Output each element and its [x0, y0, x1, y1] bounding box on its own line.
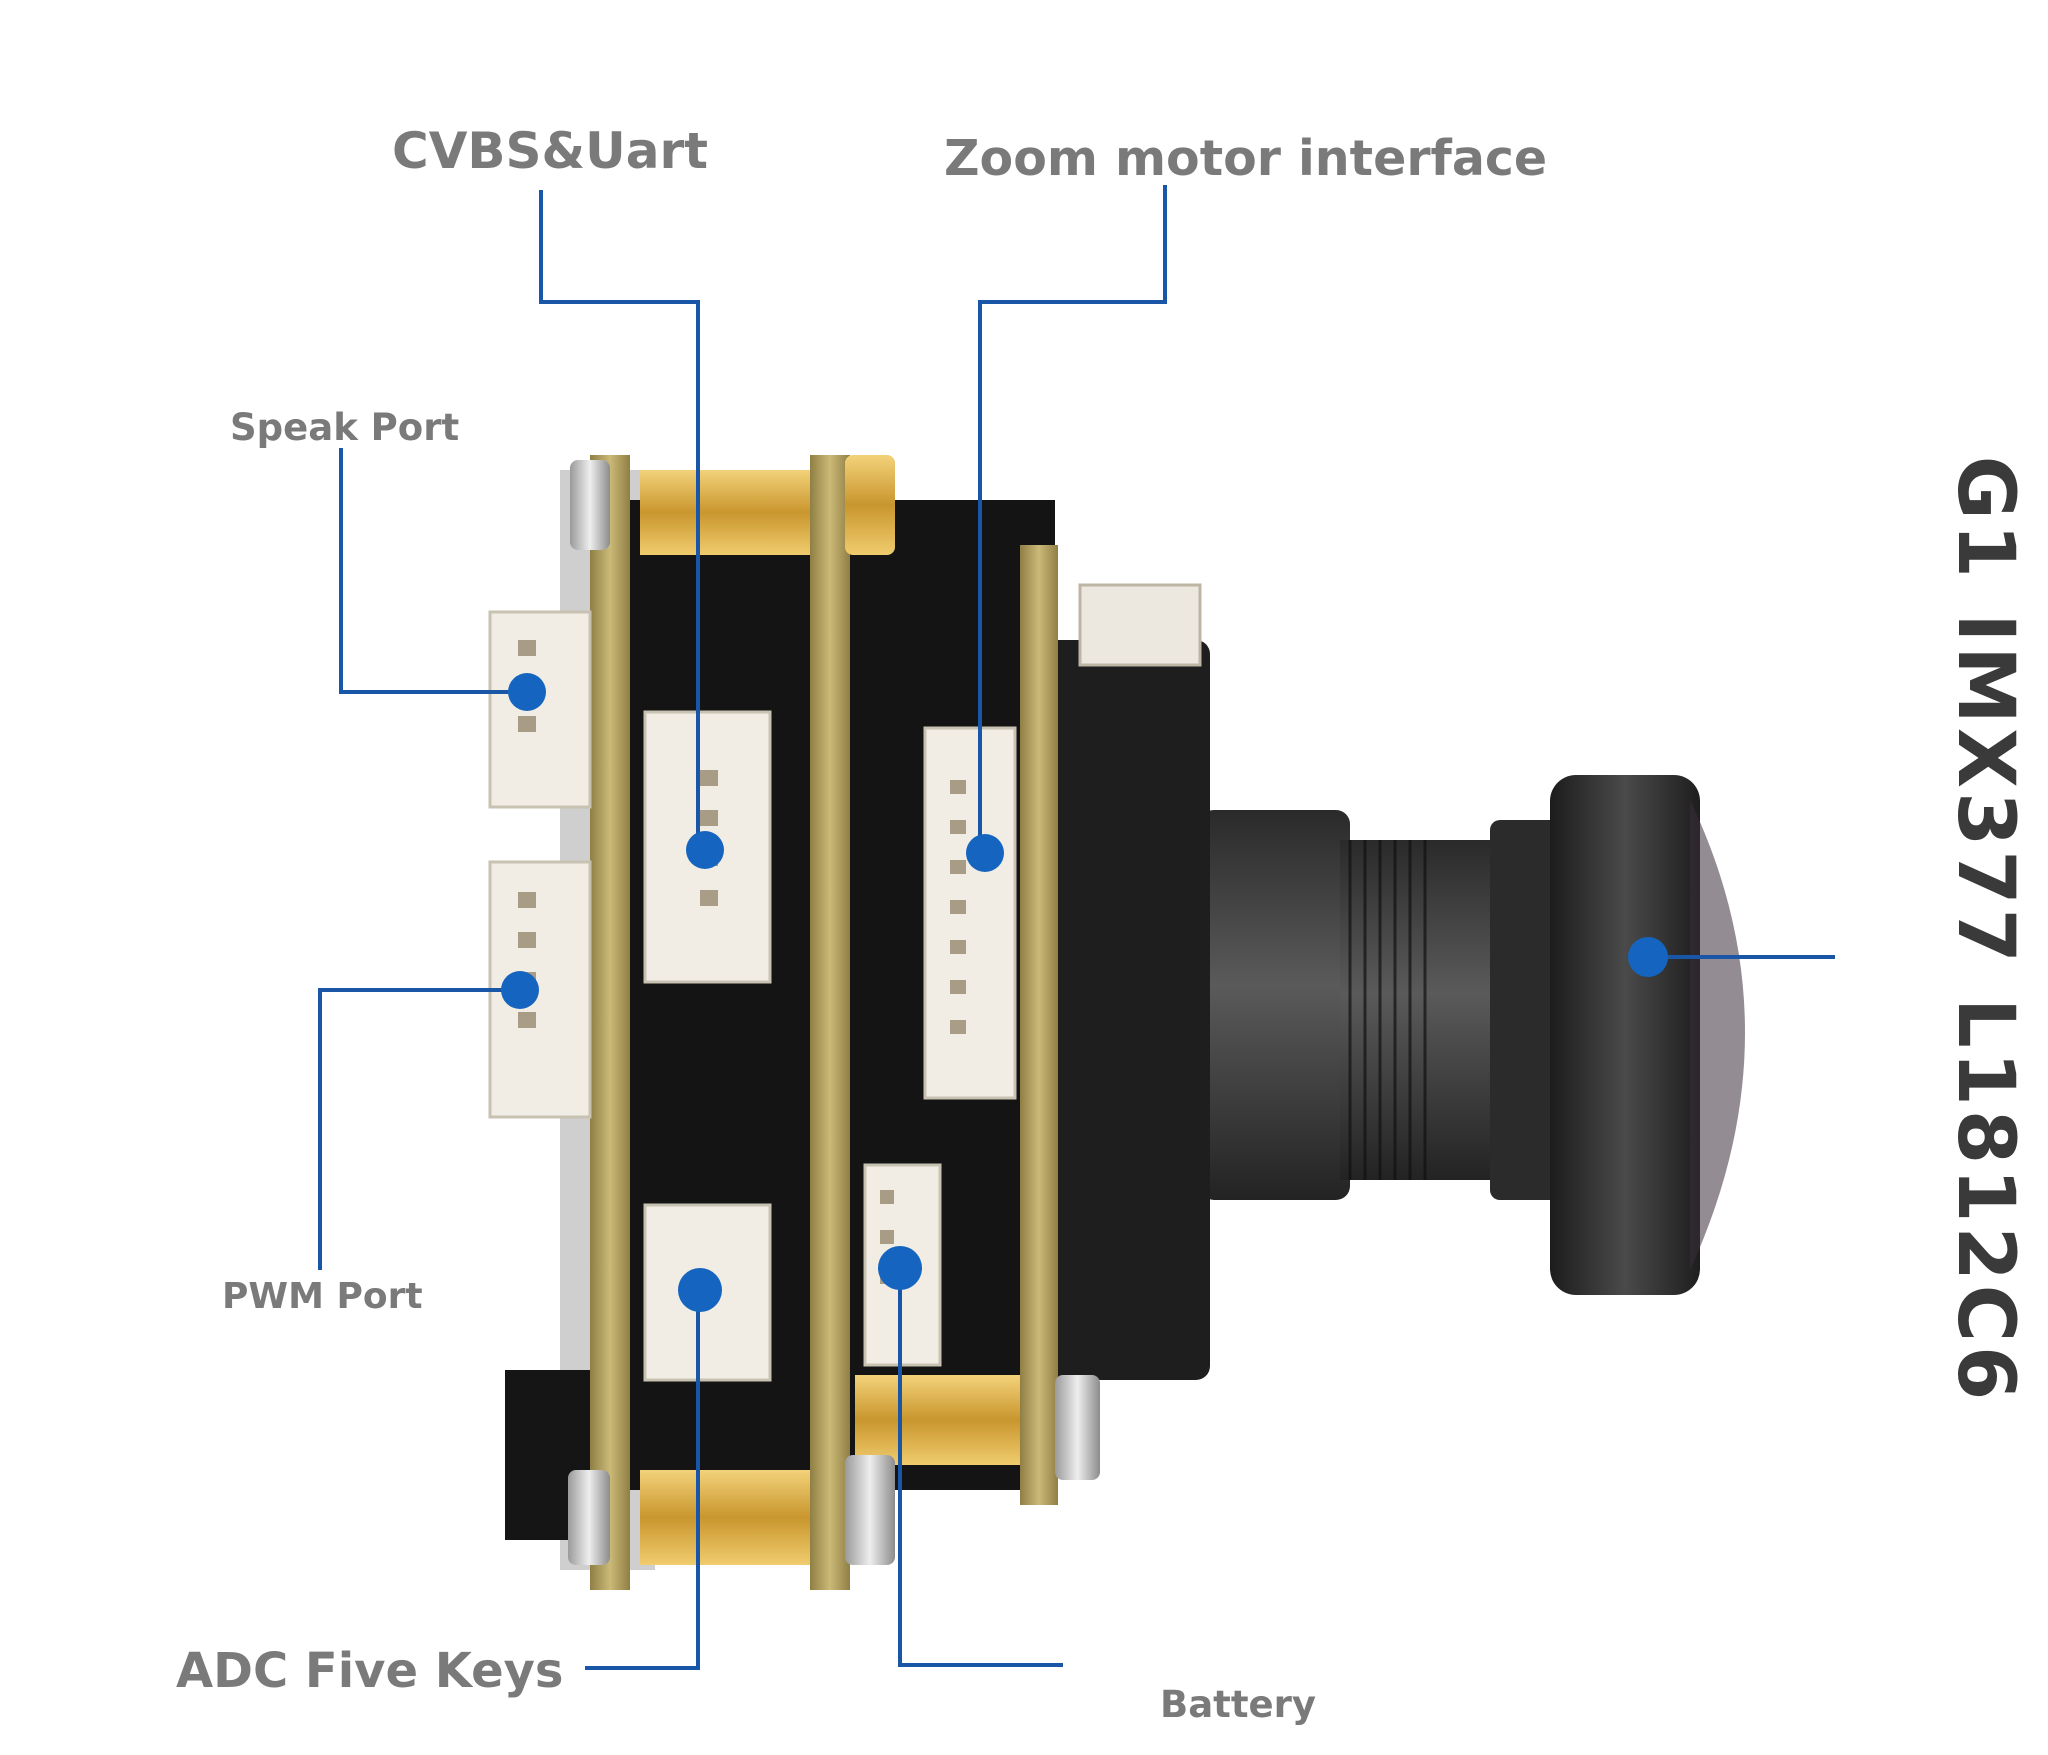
- connector-cvbs: [643, 710, 772, 984]
- lens-head: [1550, 775, 1700, 1295]
- dot-adc: [678, 1268, 722, 1312]
- screw-bottom-left: [568, 1470, 610, 1565]
- callout-lines: [318, 185, 1835, 1670]
- label-speak-port: Speak Port: [230, 406, 460, 449]
- dot-battery: [878, 1246, 922, 1290]
- screw-bottom-right: [1055, 1375, 1100, 1480]
- label-cvbs-uart: CVBS&Uart: [392, 122, 709, 180]
- lens-collar: [1490, 820, 1560, 1200]
- lens-barrel-inner: [1200, 810, 1350, 1200]
- callout-line-cvbs: [539, 190, 700, 850]
- dot-zoom: [966, 834, 1004, 872]
- pcb-edge-2: [810, 455, 850, 1590]
- model-number: G1 IMX377 L1812C6: [1940, 455, 2030, 1405]
- callout-line-battery: [898, 1268, 1063, 1667]
- lens-glass: [1690, 800, 1745, 1270]
- callout-line-adc: [585, 1290, 700, 1670]
- label-pwm-port: PWM Port: [222, 1276, 423, 1317]
- dot-speak: [508, 673, 546, 711]
- standoff-bottom: [640, 1470, 810, 1565]
- dot-pwm: [501, 971, 539, 1009]
- callout-line-pwm: [318, 988, 520, 1270]
- sensor-holder: [1035, 640, 1210, 1380]
- callout-dots: [501, 673, 1668, 1312]
- dot-lens: [1628, 937, 1668, 977]
- label-adc-five-keys: ADC Five Keys: [176, 1643, 564, 1699]
- label-battery: Battery: [1160, 1683, 1317, 1726]
- nut-top: [845, 455, 895, 555]
- lens-thread: [1340, 840, 1500, 1180]
- callout-line-zoom: [978, 185, 1167, 850]
- connector-speak: [488, 610, 592, 809]
- nut-bottom: [845, 1455, 895, 1565]
- standoff-mid: [855, 1375, 1020, 1465]
- connector-zoom: [923, 726, 1017, 1100]
- callout-line-speak: [339, 448, 527, 694]
- label-zoom-motor: Zoom motor interface: [944, 130, 1548, 187]
- dot-cvbs: [686, 831, 724, 869]
- pcb-edge-1: [590, 455, 630, 1590]
- screw-top-left: [570, 460, 610, 550]
- standoff-top: [640, 470, 810, 555]
- top-small-connector: [1078, 583, 1202, 667]
- pcb-edge-3: [1020, 545, 1058, 1505]
